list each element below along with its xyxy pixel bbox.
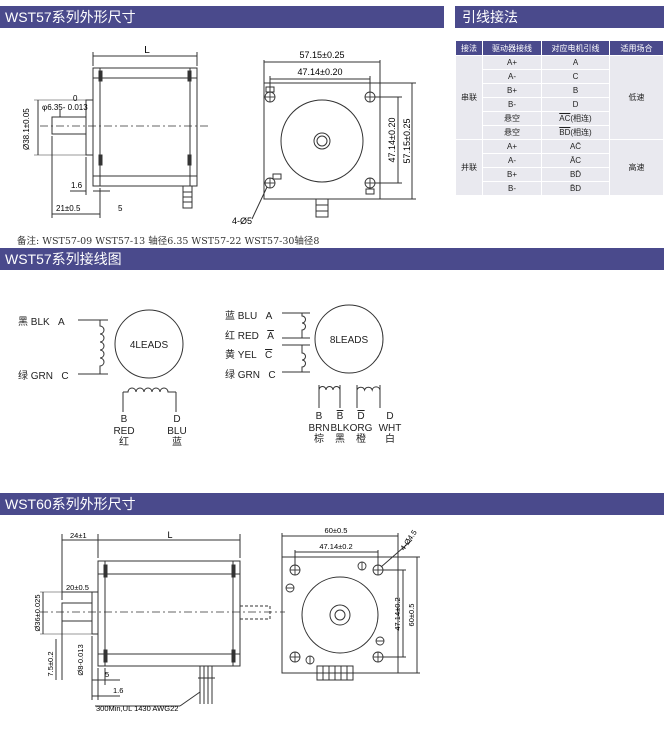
lead-c-label: 绿 GRN C — [18, 371, 69, 382]
wst60-dim-1-6: 1.6 — [113, 686, 123, 695]
wst60-dims-header: WST60系列外形尺寸 — [0, 493, 664, 515]
method-cell: 并联 — [455, 139, 483, 196]
wst60-cable-note: 300Min,UL 1430 AWG22 — [96, 704, 178, 713]
wst57-dims-header: WST57系列外形尺寸 — [0, 6, 444, 28]
table-row: 悬空 BD(相连) — [456, 125, 664, 140]
table-header: 对应电机引线 — [541, 40, 610, 56]
wst60-dim-24: 24±1 — [70, 531, 87, 540]
wst60-dim-7-5: 7.5±0.2 — [46, 652, 55, 677]
motor-cell: B — [541, 83, 610, 98]
table-header: 驱动器接线 — [482, 40, 542, 56]
method-cell: 串联 — [455, 55, 483, 140]
table-row: 串联 A+ A 低速 — [455, 55, 664, 140]
wst60-length-label: L — [167, 530, 172, 540]
driver-cell: B+ — [482, 167, 542, 182]
driver-cell: 悬空 — [482, 111, 542, 126]
driver-cell: A- — [482, 153, 542, 168]
usage-cell: 低速 — [609, 55, 664, 140]
motor-cell: BD(相连) — [541, 125, 610, 140]
table-header: 接法 — [455, 40, 483, 56]
wst60-shaft-dia: Ø8-0.013 — [76, 644, 85, 675]
wst57-drawing: L 0 φ6.35- 0.013 Ø38.1±0.05 1.6 21±0.5 5… — [22, 45, 416, 226]
wst60-hole-width: 47.14±0.2 — [319, 542, 352, 551]
table-row: 悬空 AC(相连) — [456, 111, 664, 126]
lead-a-label: 黑 BLK A — [18, 317, 65, 328]
wst57-hole-height: 47.14±0.20 — [387, 118, 397, 163]
motor-cell: B̄D — [541, 181, 610, 196]
table-row: B+ B — [456, 83, 664, 98]
lead8-yel-label: 黄 YEL C — [225, 350, 273, 361]
motor-cell: BD̄ — [541, 167, 610, 182]
driver-cell: 悬空 — [482, 125, 542, 140]
motor-cell: D — [541, 97, 610, 112]
motor-cell: C — [541, 69, 610, 84]
wiring-table: 接法 驱动器接线 对应电机引线 适用场合 串联 A+ A 低速 A- C B+ … — [455, 40, 664, 196]
driver-cell: A- — [482, 69, 542, 84]
motor-cell: AC̄ — [541, 139, 610, 154]
driver-cell: A+ — [482, 55, 542, 70]
table-row: A- ĀC — [456, 153, 664, 168]
wst57-outer-width: 57.15±0.25 — [300, 50, 345, 60]
wiring-diagrams: 4LEADS 8LEADS — [78, 304, 384, 412]
lead8-red-label: 红 RED A — [225, 331, 274, 342]
wst57-outer-height: 57.15±0.25 — [402, 119, 412, 164]
eight-leads-label: 8LEADS — [330, 335, 369, 346]
wst60-hole-label: 4-Ø4.5 — [398, 528, 419, 552]
wst57-dim-5: 5 — [118, 204, 123, 213]
wst60-dim-5: 5 — [105, 670, 109, 679]
wst60-outer-width: 60±0.5 — [325, 526, 348, 535]
driver-cell: B+ — [482, 83, 542, 98]
wst57-boss-dia: Ø38.1±0.05 — [22, 108, 31, 150]
wst60-drawing: 24±1 L 20±0.5 Ø36±0.025 7.5±0.2 Ø8-0.013… — [33, 526, 420, 713]
motor-cell: ĀC — [541, 153, 610, 168]
wst60-outer-height: 60±0.5 — [407, 604, 416, 627]
wst60-boss-dia: Ø36±0.025 — [33, 594, 42, 631]
table-row: B- D — [456, 97, 664, 112]
wst57-shaft-tol: 0 — [73, 94, 78, 103]
wst57-shaft-dia: φ6.35- 0.013 — [42, 103, 88, 112]
table-row: 并联 A+ AC̄ 高速 — [455, 139, 664, 196]
wst57-length-label: L — [144, 45, 150, 56]
table-row: B+ BD̄ — [456, 167, 664, 182]
driver-cell: B- — [482, 181, 542, 196]
wiring-method-header: 引线接法 — [455, 6, 664, 28]
lead8-blu-label: 蓝 BLU A — [225, 311, 273, 322]
wst57-hole-width: 47.14±0.20 — [298, 67, 343, 77]
four-leads-label: 4LEADS — [130, 340, 169, 351]
table-row: B- B̄D — [456, 181, 664, 196]
wst57-dim-1-6: 1.6 — [71, 181, 83, 190]
driver-cell: B- — [482, 97, 542, 112]
wst57-hole-label: 4-Ø5 — [232, 216, 252, 226]
wst60-dim-20: 20±0.5 — [66, 583, 89, 592]
table-header: 适用场合 — [609, 40, 664, 56]
lead8-grn-label: 绿 GRN C — [225, 370, 276, 381]
table-row: A- C — [456, 69, 664, 84]
wst60-hole-height: 47.14±0.2 — [393, 597, 402, 630]
wst57-note: 备注: WST57-09 WST57-13 轴径6.35 WST57-22 WS… — [17, 236, 320, 247]
motor-cell: A — [541, 55, 610, 70]
usage-cell: 高速 — [609, 139, 664, 196]
driver-cell: A+ — [482, 139, 542, 154]
motor-cell: AC(相连) — [541, 111, 610, 126]
wst57-wiring-header: WST57系列接线图 — [0, 248, 664, 270]
wst57-dim-21: 21±0.5 — [56, 204, 81, 213]
